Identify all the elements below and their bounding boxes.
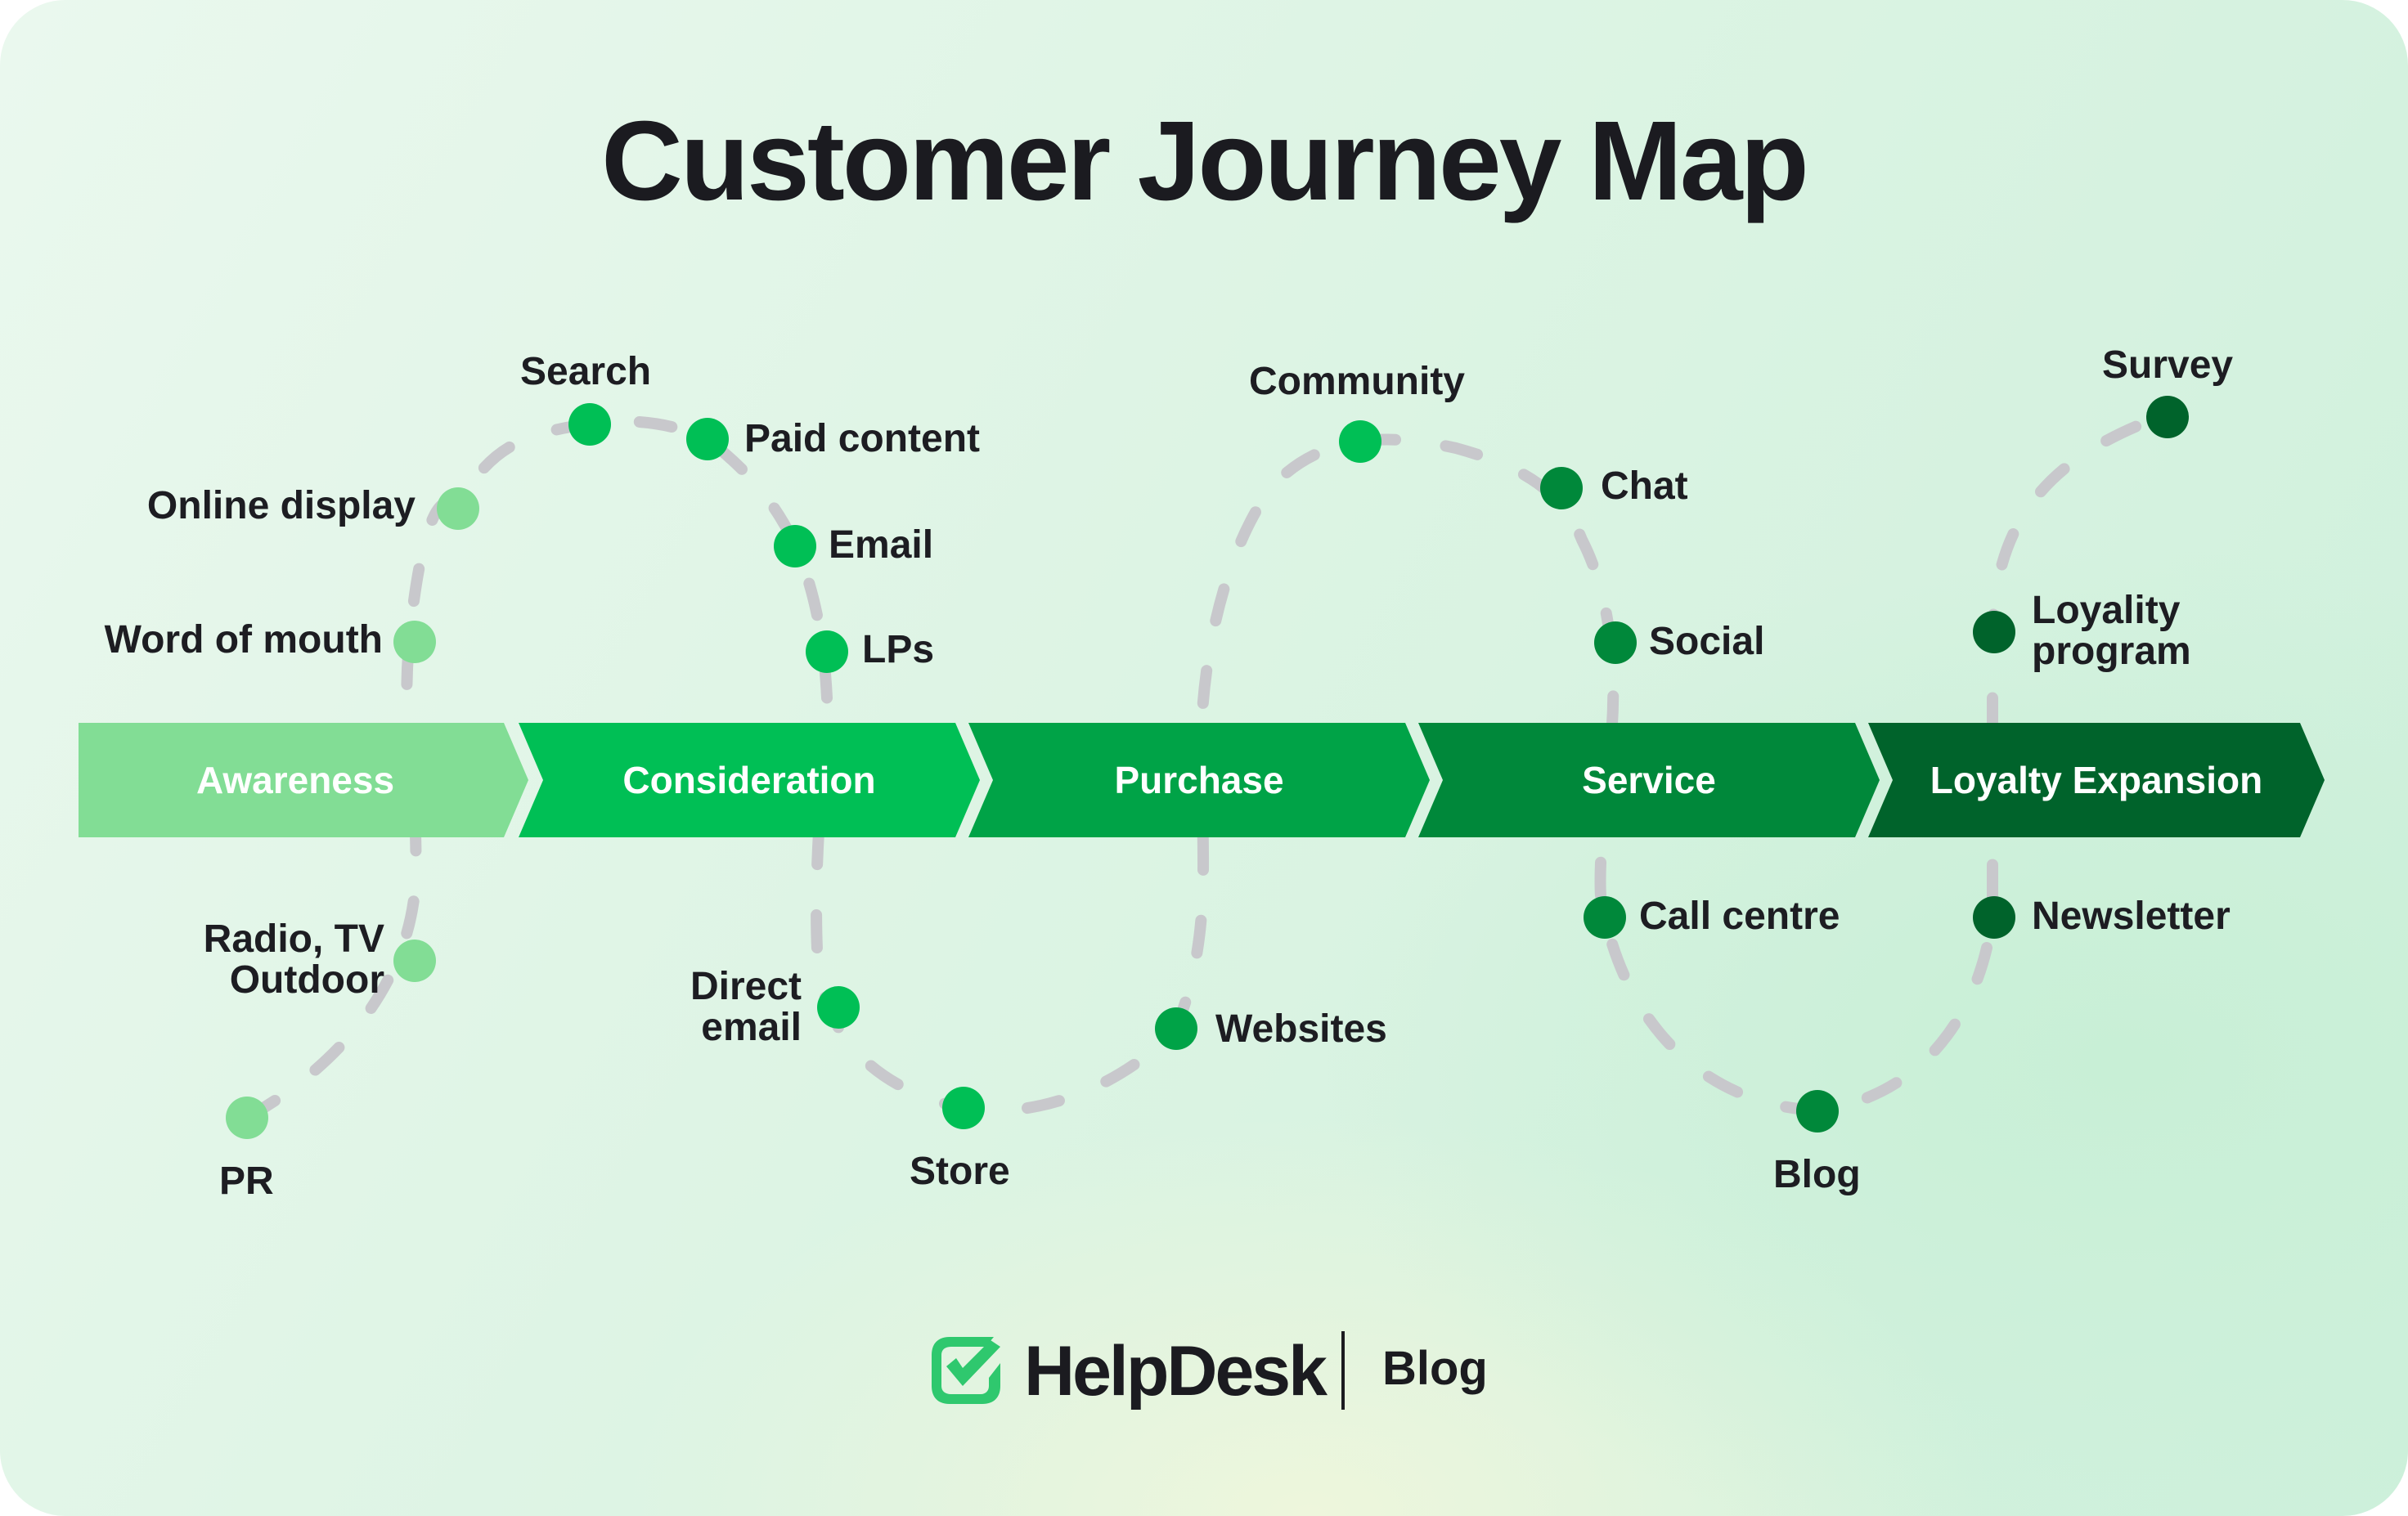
touchpoint-label-email: Email (829, 523, 934, 567)
touchpoint-label-websites: Websites (1215, 1007, 1387, 1051)
touchpoint-label-lps: LPs (862, 628, 935, 671)
touchpoint-label-pr: PR (219, 1159, 274, 1203)
stage-loyalty (1868, 723, 2325, 837)
touchpoint-dot-newsletter (1973, 896, 2015, 939)
touchpoint-label-search: Search (520, 350, 652, 393)
touchpoint-label-survey: Survey (2102, 343, 2234, 387)
stage-service (1418, 723, 1880, 837)
stage-label-loyalty: Loyalty Expansion (1930, 759, 2262, 801)
touchpoint-dot-chat (1540, 467, 1583, 509)
touchpoint-dot-email (774, 525, 816, 567)
touchpoint-dot-community (1339, 420, 1381, 463)
touchpoint-dot-store (942, 1087, 985, 1129)
touchpoint-dot-pr (226, 1097, 268, 1139)
touchpoint-label-community: Community (1249, 360, 1465, 403)
touchpoint-label-chat: Chat (1601, 464, 1688, 508)
touchpoint-dot-word-of-mouth (393, 621, 436, 663)
touchpoint-dot-paid-content (686, 418, 729, 460)
blog-section-label[interactable]: Blog (1382, 1342, 1488, 1395)
touchpoint-dots (226, 396, 2189, 1139)
stage-purchase (968, 723, 1430, 837)
checkbox-check-icon (932, 1337, 1000, 1404)
touchpoint-label-store: Store (910, 1150, 1010, 1193)
touchpoint-label-newsletter: Newsletter (2032, 895, 2231, 938)
touchpoint-dot-lps (806, 630, 848, 673)
touchpoint-dot-loyalty-program (1973, 611, 2015, 653)
stage-consideration (519, 723, 980, 837)
touchpoint-dot-survey (2146, 396, 2189, 438)
stage-bar: Awareness Consideration Purchase Service Loy… (79, 723, 2325, 837)
footer-divider (1341, 1331, 1345, 1410)
page-title: Customer Journey Map (601, 98, 1809, 224)
helpdesk-brand[interactable]: HelpDesk (1024, 1332, 1328, 1411)
touchpoint-label-call-centre: Call centre (1639, 895, 1840, 938)
touchpoint-label-social: Social (1649, 620, 1765, 663)
touchpoint-dot-online-display (437, 487, 479, 530)
touchpoint-dot-radio-tv-outdoor (393, 940, 436, 982)
touchpoint-dot-social (1594, 621, 1637, 664)
touchpoint-label-word-of-mouth: Word of mouth (104, 618, 383, 662)
stage-label-purchase: Purchase (1114, 759, 1283, 801)
stage-label-awareness: Awareness (196, 759, 394, 801)
touchpoint-dot-blog-touchpoint (1796, 1090, 1839, 1133)
touchpoint-dot-websites (1155, 1007, 1197, 1050)
stage-label-service: Service (1582, 759, 1716, 801)
touchpoint-dot-direct-email (817, 986, 860, 1029)
touchpoint-dot-call-centre (1584, 896, 1626, 939)
touchpoint-label-online-display: Online display (146, 484, 416, 527)
touchpoint-dot-search (568, 403, 611, 446)
stage-awareness (79, 723, 528, 837)
touchpoint-label-blog-touchpoint: Blog (1773, 1153, 1861, 1196)
stage-label-consideration: Consideration (622, 759, 875, 801)
touchpoint-label-paid-content: Paid content (744, 417, 981, 460)
